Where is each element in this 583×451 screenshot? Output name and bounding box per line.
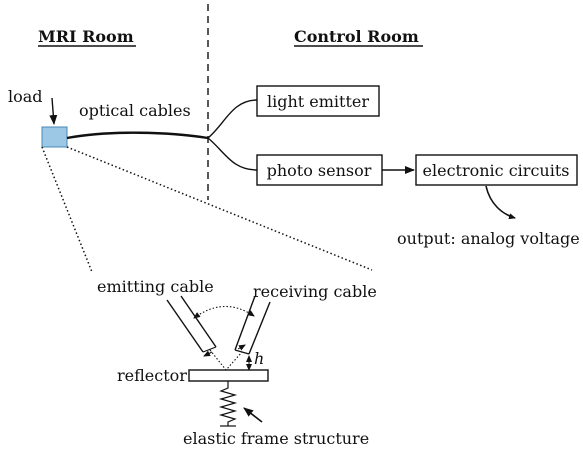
load-label: load	[8, 87, 43, 106]
zoom-line-right	[66, 146, 373, 271]
electronic-circuits-box	[415, 154, 578, 186]
light-path	[209, 349, 243, 371]
mri-room-heading: MRI Room	[38, 27, 134, 46]
cable-angle-arc	[193, 305, 255, 319]
control-room-heading: Control Room	[294, 27, 419, 46]
output-label: output: analog voltage	[397, 229, 580, 248]
load-arrow	[49, 97, 58, 125]
optical-cable-branch-sensor	[207, 137, 258, 171]
spring	[218, 381, 238, 426]
light-emitter-label: light emitter	[267, 92, 369, 111]
reflector-label: reflector	[117, 366, 187, 385]
light-path-arrow-b	[237, 344, 246, 351]
height-label: h	[254, 349, 264, 368]
photo-sensor-label: photo sensor	[267, 161, 372, 180]
elastic-frame-label: elastic frame structure	[183, 429, 369, 448]
optical-cable-main	[66, 131, 209, 140]
emitting-cable-drawing	[166, 295, 217, 353]
light-emitter-box	[256, 85, 380, 117]
receiving-cable-label: receiving cable	[253, 282, 377, 301]
load-sensor-block	[41, 126, 68, 148]
optical-cable-branch-emitter	[207, 99, 258, 139]
electronic-circuits-label: electronic circuits	[423, 161, 570, 180]
zoom-line-left	[41, 146, 93, 273]
elastic-frame-arrow	[243, 407, 263, 423]
reflector-plate	[188, 369, 269, 382]
receiving-cable-drawing	[234, 295, 271, 355]
emitting-cable-label: emitting cable	[97, 277, 214, 296]
light-path-arrow-a	[203, 350, 213, 357]
optical-cables-label: optical cables	[79, 101, 191, 120]
output-arrow	[485, 185, 516, 220]
